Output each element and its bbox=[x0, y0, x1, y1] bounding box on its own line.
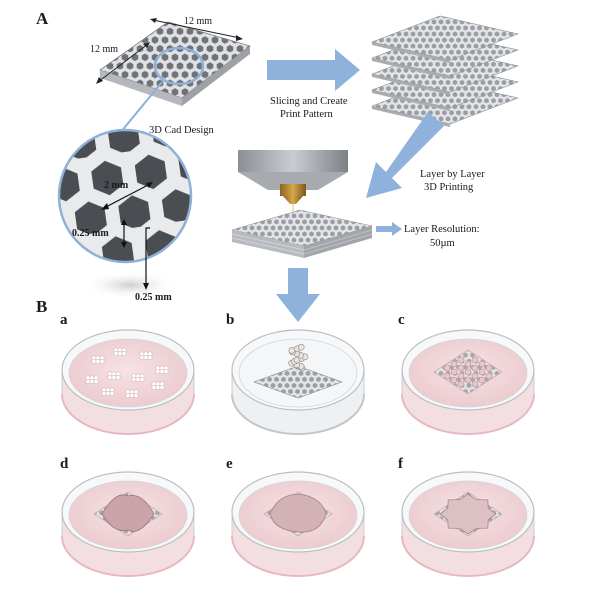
culture-dishes: a b c d e f bbox=[60, 312, 535, 577]
zoom-detail bbox=[59, 130, 191, 262]
dish-label-e: e bbox=[226, 456, 233, 472]
cell-size-arrow bbox=[101, 182, 153, 210]
dish-e: e bbox=[226, 456, 365, 577]
layer-printing-arrow bbox=[366, 112, 444, 198]
height-label: 0.25 mm bbox=[135, 292, 172, 303]
cad-lattice bbox=[99, 21, 251, 106]
slicing-label-line1: Slicing and Create bbox=[270, 96, 348, 107]
resolution-label-line1: Layer Resolution: bbox=[404, 224, 480, 235]
down-arrow bbox=[276, 268, 320, 322]
dish-label-d: d bbox=[60, 456, 69, 472]
dish-label-a: a bbox=[60, 312, 68, 328]
panel-b-label: B bbox=[36, 297, 47, 316]
layer-label-line1: Layer by Layer bbox=[420, 169, 485, 180]
dimension-top bbox=[150, 18, 243, 41]
dish-label-f: f bbox=[398, 456, 404, 472]
print-nozzle bbox=[238, 150, 348, 212]
zoom-marker-circle bbox=[153, 46, 205, 86]
panel-a-label: A bbox=[36, 9, 49, 28]
wall-thickness-arrow bbox=[121, 219, 127, 248]
layer-label-line2: 3D Printing bbox=[424, 182, 474, 193]
zoom-shadow bbox=[82, 271, 178, 299]
slicing-arrow bbox=[267, 49, 360, 91]
dish-c: c bbox=[398, 312, 535, 435]
resolution-arrow bbox=[376, 222, 402, 236]
dish-b: b bbox=[226, 312, 365, 435]
dimension-left-label: 12 mm bbox=[90, 44, 118, 55]
dimension-left bbox=[96, 42, 150, 84]
cad-label: 3D Cad Design bbox=[149, 125, 214, 136]
zoom-connector-line bbox=[119, 81, 163, 134]
height-arrow bbox=[143, 227, 150, 290]
cell-size-label: 2 mm bbox=[104, 180, 129, 191]
dish-label-c: c bbox=[398, 312, 405, 328]
dimension-top-label: 12 mm bbox=[184, 16, 212, 27]
resolution-label-line2: 50µm bbox=[430, 238, 455, 249]
dish-a: a bbox=[60, 312, 195, 435]
dish-f: f bbox=[398, 456, 535, 577]
dish-d: d bbox=[60, 456, 195, 577]
dish-label-b: b bbox=[226, 312, 234, 328]
wall-thickness-label: 0.25 mm bbox=[72, 228, 109, 239]
printed-scaffold bbox=[231, 209, 373, 258]
slicing-label-line2: Print Pattern bbox=[280, 109, 334, 120]
zoom-circle bbox=[57, 128, 193, 264]
sliced-layer-stack bbox=[370, 15, 520, 127]
